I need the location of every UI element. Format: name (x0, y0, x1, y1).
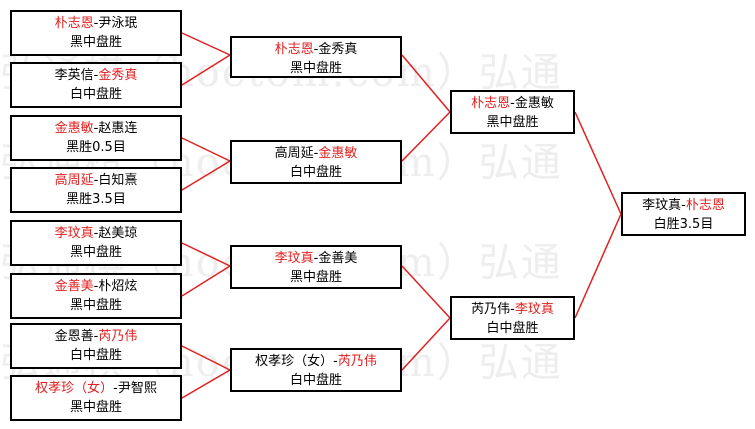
player-name: 李玟真 (642, 198, 682, 213)
player-name: 芮乃伟 (471, 302, 511, 317)
match-box-r1-8: 权孝珍（女）-尹智熙 黑中盘胜 (10, 375, 182, 421)
connector-line (181, 369, 231, 399)
match-result: 白中盘胜 (289, 373, 342, 388)
match-result: 黑中盘胜 (69, 245, 122, 260)
match-result: 黑中盘胜 (69, 400, 122, 415)
match-result: 白中盘胜 (486, 321, 539, 336)
connector-line (401, 317, 451, 371)
connector-line (181, 54, 231, 86)
connector-line (181, 160, 231, 191)
connector-line (181, 265, 231, 297)
match-box-r1-4: 高周延-白知熹 黑胜3.5目 (10, 167, 182, 213)
match-result: 黑中盘胜 (289, 61, 342, 76)
connector-line (181, 242, 231, 267)
connector-line (181, 345, 231, 371)
player-name: 金恩善 (54, 329, 94, 344)
match-result: 白胜3.5目 (653, 217, 714, 232)
match-box-r1-5: 李玟真-赵美琼 黑中盘胜 (10, 220, 182, 266)
player-name: 李玟真 (274, 251, 314, 266)
connector-line (181, 32, 231, 56)
connector-line (181, 137, 231, 162)
player-name: 金善美 (318, 251, 358, 266)
player-name: 朴志恩 (685, 198, 725, 213)
connector-line (574, 111, 622, 215)
match-box-r3-2: 芮乃伟-李玟真 白中盘胜 (450, 296, 575, 340)
match-result: 黑中盘胜 (486, 115, 539, 130)
player-name: 白知熹 (98, 173, 138, 188)
player-name: 朴志恩 (274, 42, 314, 57)
match-box-r2-1: 朴志恩-金秀真 黑中盘胜 (230, 36, 402, 78)
match-box-r1-7: 金恩善-芮乃伟 白中盘胜 (10, 323, 182, 369)
match-result: 黑胜0.5目 (66, 140, 126, 155)
player-name: 高周延 (274, 146, 314, 161)
player-name: 尹泳珉 (98, 16, 138, 31)
match-result: 白中盘胜 (69, 348, 122, 363)
player-name: 金惠敏 (54, 121, 94, 136)
connector-line (401, 111, 451, 162)
match-result: 黑胜3.5目 (66, 192, 126, 207)
player-name: 赵惠连 (98, 121, 138, 136)
player-name: 李玟真 (514, 302, 554, 317)
player-name: 芮乃伟 (337, 354, 377, 369)
player-name: 朴志恩 (54, 16, 94, 31)
match-box-r1-1: 朴志恩-尹泳珉 黑中盘胜 (10, 10, 182, 56)
player-name: 金惠敏 (318, 146, 358, 161)
player-name: 尹智熙 (117, 381, 157, 396)
player-name: 金惠敏 (514, 96, 554, 111)
player-name: 金秀真 (318, 42, 358, 57)
match-box-r1-3: 金惠敏-赵惠连 黑胜0.5目 (10, 115, 182, 161)
match-box-r1-6: 金善美-朴炤炫 黑中盘胜 (10, 273, 182, 319)
match-result: 白中盘胜 (289, 165, 342, 180)
match-result: 黑中盘胜 (69, 298, 122, 313)
match-box-r2-2: 高周延-金惠敏 白中盘胜 (230, 140, 402, 184)
player-name: 金秀真 (98, 68, 138, 83)
player-name: 朴炤炫 (98, 279, 138, 294)
match-result: 黑中盘胜 (69, 35, 122, 50)
player-name: 权孝珍（女） (255, 354, 334, 369)
match-box-final: 李玟真-朴志恩 白胜3.5目 (621, 192, 746, 236)
player-name: 高周延 (54, 173, 94, 188)
match-box-r1-2: 李英信-金秀真 白中盘胜 (10, 62, 182, 108)
player-name: 朴志恩 (471, 96, 511, 111)
player-name: 芮乃伟 (98, 329, 138, 344)
connector-line (401, 54, 451, 113)
connector-line (574, 213, 622, 319)
player-name: 金善美 (54, 279, 94, 294)
match-result: 白中盘胜 (69, 87, 122, 102)
connector-line (401, 265, 451, 319)
match-box-r2-4: 权孝珍（女）-芮乃伟 白中盘胜 (230, 348, 402, 392)
player-name: 赵美琼 (98, 226, 138, 241)
match-result: 黑中盘胜 (289, 270, 342, 285)
player-name: 李英信 (54, 68, 94, 83)
player-name: 李玟真 (54, 226, 94, 241)
match-box-r3-1: 朴志恩-金惠敏 黑中盘胜 (450, 90, 575, 134)
match-box-r2-3: 李玟真-金善美 黑中盘胜 (230, 245, 402, 289)
player-name: 权孝珍（女） (35, 381, 114, 396)
